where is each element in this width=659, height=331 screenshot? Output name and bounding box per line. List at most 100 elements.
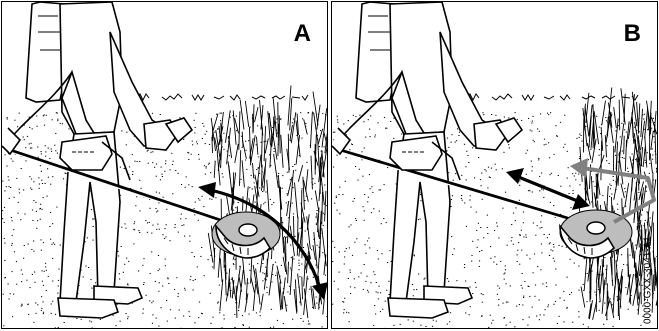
ground-speck xyxy=(526,255,527,256)
ground-speck xyxy=(301,138,302,139)
ground-speck xyxy=(174,227,175,228)
ground-speck xyxy=(195,279,196,280)
grass-blade xyxy=(606,265,607,285)
ground-speck xyxy=(81,319,82,320)
ground-speck xyxy=(147,232,148,233)
grass-blade xyxy=(214,162,215,178)
ground-speck xyxy=(19,192,20,193)
grass-blade xyxy=(255,186,260,216)
ground-speck xyxy=(159,193,160,194)
ground-speck xyxy=(484,169,485,170)
ground-speck xyxy=(58,269,59,270)
ground-speck xyxy=(12,316,13,317)
ground-speck xyxy=(515,112,516,113)
ground-speck xyxy=(623,264,624,265)
ground-speck xyxy=(156,192,157,193)
ground-speck xyxy=(155,281,156,282)
ground-speck xyxy=(298,269,299,270)
ground-speck xyxy=(151,251,152,252)
ground-speck xyxy=(470,207,471,208)
ground-speck xyxy=(339,251,340,252)
ground-speck xyxy=(386,290,387,291)
ground-speck xyxy=(168,278,169,279)
ground-speck xyxy=(11,245,12,246)
ground-speck xyxy=(248,140,249,141)
ground-speck xyxy=(219,285,220,286)
ground-speck xyxy=(344,251,345,252)
ground-speck xyxy=(203,206,204,207)
ground-speck xyxy=(622,151,623,152)
ground-speck xyxy=(644,114,645,115)
ground-speck xyxy=(575,179,576,180)
ground-speck xyxy=(413,295,414,296)
ground-speck xyxy=(194,322,195,323)
grass-blade xyxy=(290,256,293,295)
ground-speck xyxy=(343,312,344,313)
ground-speck xyxy=(245,141,246,142)
ground-speck xyxy=(359,169,360,170)
ground-speck xyxy=(373,325,374,326)
ground-speck xyxy=(510,286,511,287)
ground-speck xyxy=(12,220,13,221)
ground-speck xyxy=(465,312,466,313)
ground-speck xyxy=(134,161,135,162)
ground-speck xyxy=(9,198,10,199)
illustration-panel-a: A xyxy=(1,1,328,329)
ground-speck xyxy=(624,158,625,159)
ground-speck xyxy=(162,174,163,175)
ground-speck xyxy=(154,167,155,168)
ground-speck xyxy=(475,282,476,283)
ground-speck xyxy=(119,279,120,280)
ground-speck xyxy=(369,174,370,175)
ground-speck xyxy=(29,287,30,288)
ground-speck xyxy=(207,328,208,329)
illustration-panel-b: B 0000-GXX-3041-A1 xyxy=(331,1,658,329)
ground-speck xyxy=(544,144,545,145)
ground-speck xyxy=(205,134,206,135)
ground-speck xyxy=(129,166,130,167)
ground-speck xyxy=(497,294,498,295)
ground-speck xyxy=(292,319,293,320)
ground-speck xyxy=(89,321,90,322)
ground-speck xyxy=(175,224,176,225)
ground-speck xyxy=(350,272,351,273)
grass-blade xyxy=(264,126,266,161)
ground-speck xyxy=(316,224,317,225)
ground-speck xyxy=(277,320,278,321)
ground-speck xyxy=(178,293,179,294)
ground-speck xyxy=(182,225,183,226)
grass-blade xyxy=(645,107,648,138)
ground-speck xyxy=(306,162,307,163)
ground-speck xyxy=(362,176,363,177)
ground-speck xyxy=(653,118,654,119)
ground-speck xyxy=(165,237,166,238)
ground-speck xyxy=(24,139,25,140)
grass-blade xyxy=(287,201,289,216)
ground-speck xyxy=(36,211,37,212)
ground-speck xyxy=(350,224,351,225)
ground-speck xyxy=(502,168,503,169)
ground-speck xyxy=(367,240,368,241)
ground-speck xyxy=(377,250,378,251)
ground-speck xyxy=(557,136,558,137)
ground-speck xyxy=(354,287,355,288)
ground-speck xyxy=(627,168,628,169)
ground-speck xyxy=(578,266,579,267)
grass-blade xyxy=(302,217,303,246)
ground-speck xyxy=(241,136,242,137)
ground-speck xyxy=(302,118,303,119)
grass-blade xyxy=(253,163,254,178)
ground-speck xyxy=(554,154,555,155)
ground-speck xyxy=(451,199,452,200)
ground-speck xyxy=(476,212,477,213)
ground-speck xyxy=(370,136,371,137)
ground-speck xyxy=(37,304,38,305)
ground-speck xyxy=(555,285,556,286)
ground-speck xyxy=(356,238,357,239)
ground-speck xyxy=(2,181,3,182)
ground-speck xyxy=(2,218,3,219)
ground-speck xyxy=(326,205,327,206)
ground-speck xyxy=(188,159,189,160)
ground-speck xyxy=(481,293,482,294)
grass-blade xyxy=(250,127,251,165)
